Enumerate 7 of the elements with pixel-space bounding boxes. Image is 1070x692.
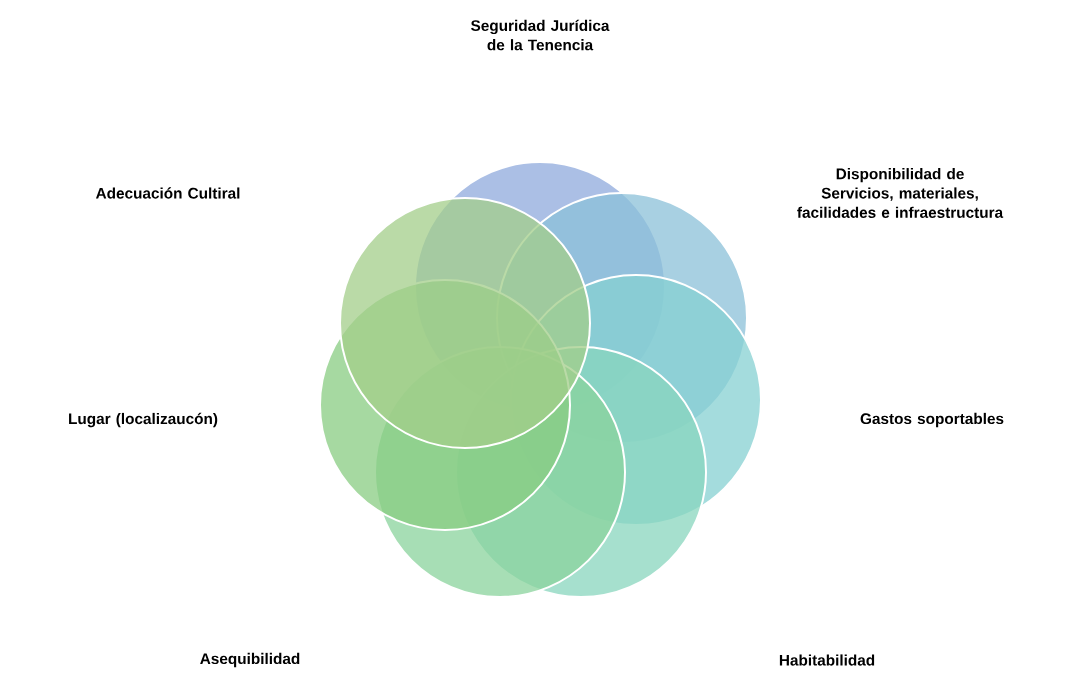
circle-label: Seguridad Jurídica de la Tenencia bbox=[471, 19, 610, 51]
circle-label: Habitabilidad bbox=[779, 654, 875, 666]
circle-label: Lugar (localizaucón) bbox=[69, 412, 218, 428]
circle-label: Gastos soportables bbox=[860, 412, 1004, 428]
circle-label: Disponibilidad de Servicios, materiales, facilidades e infraestructura bbox=[797, 168, 1004, 218]
circle-label: Asequibilidad bbox=[200, 652, 300, 668]
circle-label: Adecuación Cultiral bbox=[95, 187, 240, 199]
